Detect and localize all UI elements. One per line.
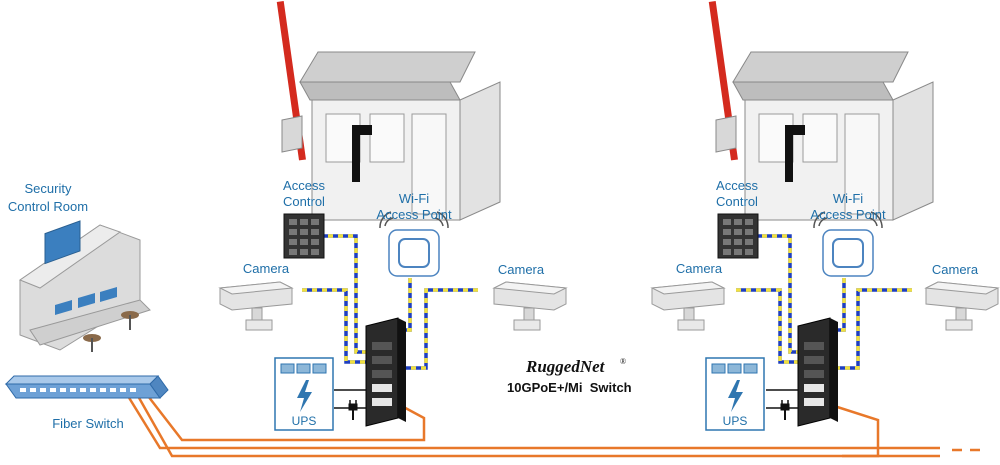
- control-room-label-line2: Control Room: [8, 199, 88, 214]
- registered-mark: ®: [620, 357, 626, 366]
- wifi-label-line2: Access Point: [810, 207, 886, 222]
- ruggednet-switch: [365, 317, 407, 427]
- control-room-label-line1: Security: [25, 181, 72, 196]
- access-control-panel: [283, 213, 325, 259]
- access-control-label-line2: Control: [716, 194, 758, 209]
- switch-model-label: 10GPoE+/Mi Switch: [507, 380, 632, 395]
- wifi-label-line2: Access Point: [376, 207, 452, 222]
- ups-label: UPS: [723, 414, 748, 428]
- fiber-switch: [4, 375, 169, 399]
- access-control-label-line1: Access: [716, 178, 758, 193]
- power-plug-icon: [766, 389, 798, 420]
- card-reader-post: [352, 125, 372, 182]
- camera-left: [219, 281, 293, 331]
- access-control-label-line1: Access: [283, 178, 325, 193]
- fiber-switch-label: Fiber Switch: [52, 416, 124, 431]
- camera-right: [493, 281, 567, 331]
- wifi-label-line1: Wi-Fi: [833, 191, 863, 206]
- ups-label: UPS: [292, 414, 317, 428]
- wifi-label-line1: Wi-Fi: [399, 191, 429, 206]
- camera-right-label: Camera: [498, 262, 545, 277]
- copper-cables: [736, 234, 912, 370]
- access-control-panel: [717, 213, 759, 259]
- camera-right-label: Camera: [932, 262, 979, 277]
- gate-box: [281, 115, 303, 153]
- camera-left: [651, 281, 725, 331]
- gate-box: [715, 115, 737, 153]
- brand-name: RuggedNet: [525, 357, 606, 376]
- control-room-console: [18, 220, 151, 352]
- card-reader-post: [785, 125, 805, 182]
- site-2: [651, 1, 999, 431]
- access-control-label-line2: Control: [283, 194, 325, 209]
- camera-right: [925, 281, 999, 331]
- fiber-links: [126, 395, 980, 458]
- site-1: [219, 1, 567, 431]
- ruggednet-switch: [797, 317, 839, 427]
- camera-left-label: Camera: [243, 261, 290, 276]
- camera-left-label: Camera: [676, 261, 723, 276]
- power-plug-icon: [334, 389, 366, 420]
